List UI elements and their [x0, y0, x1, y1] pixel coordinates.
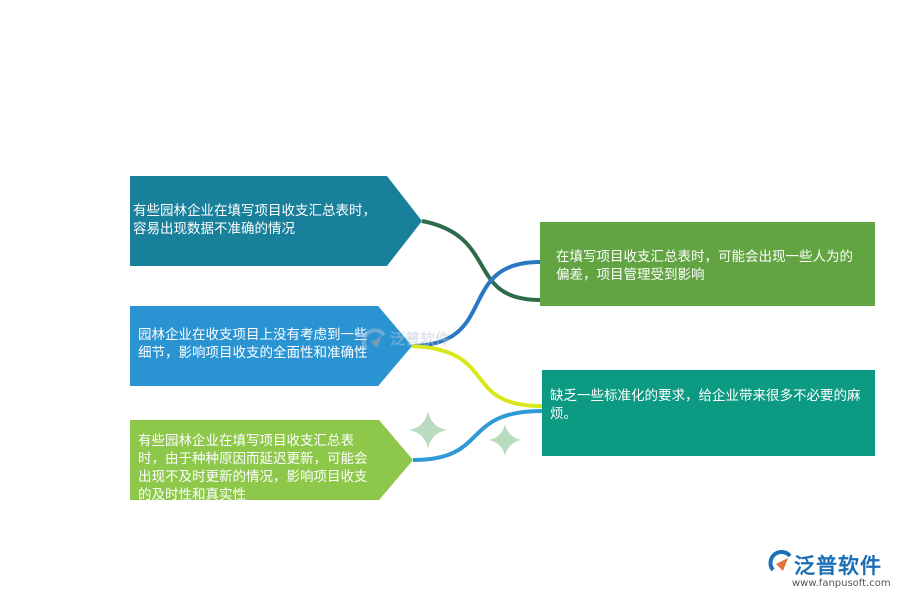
connector-left-middle-to-right-top — [411, 260, 541, 348]
watermark: 泛普软件 — [360, 326, 470, 360]
node-right-bottom-text: 缺乏一些标准化的要求，给企业带来很多不必要的麻烦。 — [550, 388, 861, 422]
watermark-logo-icon — [361, 328, 386, 350]
node-right-top: 在填写项目收支汇总表时，可能会出现一些人为的偏差，项目管理受到影响 — [540, 222, 875, 306]
connector-left-middle-to-right-bottom — [411, 344, 543, 408]
node-left-bottom-text: 有些园林企业在填写项目收支汇总表时，由于种种原因而延迟更新，可能会出现不及时更新… — [138, 433, 368, 500]
node-left-top: 有些园林企业在填写项目收支汇总表时，容易出现数据不准确的情况 — [130, 176, 422, 266]
sparkle-icon — [409, 411, 447, 449]
brand-logo-icon — [768, 550, 792, 572]
brand-logo: 泛普软件 www.fanpusoft.com — [768, 548, 896, 598]
node-left-bottom: 有些园林企业在填写项目收支汇总表时，由于种种原因而延迟更新，可能会出现不及时更新… — [130, 420, 413, 500]
node-right-bottom: 缺乏一些标准化的要求，给企业带来很多不必要的麻烦。 — [542, 370, 875, 456]
node-left-middle: 园林企业在收支项目上没有考虑到一些细节，影响项目收支的全面性和准确性 — [130, 306, 412, 386]
brand-logo-url: www.fanpusoft.com — [792, 578, 891, 589]
brand-logo-text: 泛普软件 — [794, 554, 882, 578]
connector-left-bottom-to-right-bottom — [412, 409, 543, 462]
sparkle-icon — [489, 424, 521, 456]
node-left-middle-text: 园林企业在收支项目上没有考虑到一些细节，影响项目收支的全面性和准确性 — [138, 327, 368, 361]
connector-left-top-to-right-top — [421, 219, 541, 302]
watermark-text: 泛普软件 — [390, 330, 451, 348]
node-right-top-text: 在填写项目收支汇总表时，可能会出现一些人为的偏差，项目管理受到影响 — [556, 249, 853, 283]
node-left-top-text: 有些园林企业在填写项目收支汇总表时，容易出现数据不准确的情况 — [133, 203, 376, 237]
